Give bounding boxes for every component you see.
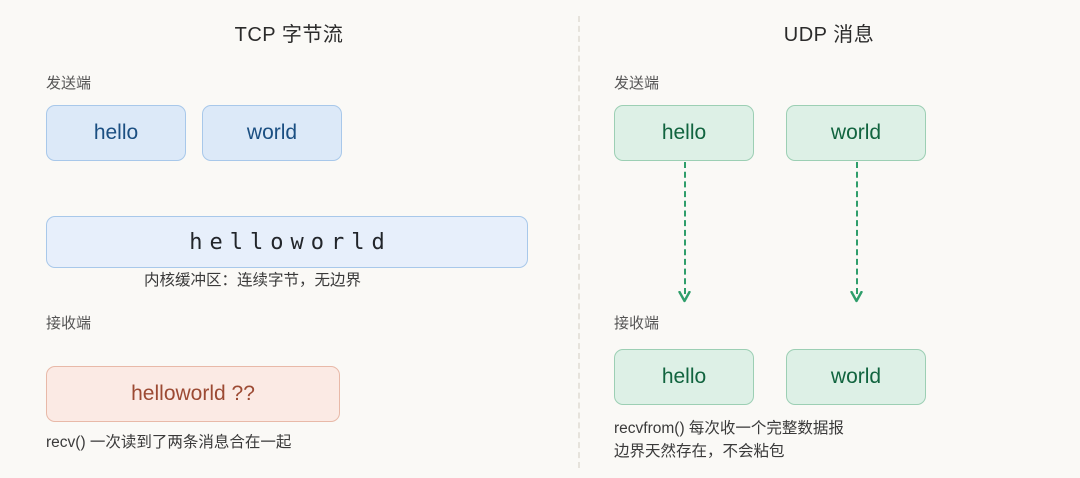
udp-arrow-head-world bbox=[850, 291, 863, 304]
tcp-sender-label: 发送端 bbox=[46, 75, 92, 92]
panel-divider bbox=[578, 16, 580, 468]
udp-receiver-caption-line1: recvfrom() 每次收一个完整数据报 bbox=[614, 420, 844, 437]
tcp-receiver-label: 接收端 bbox=[46, 315, 92, 332]
udp-panel: UDP 消息 发送端 hello world 接收端 hello world r… bbox=[578, 0, 1080, 478]
udp-sender-label: 发送端 bbox=[614, 75, 660, 92]
udp-receiver-label: 接收端 bbox=[614, 315, 660, 332]
tcp-kernel-buffer-box: helloworld bbox=[46, 216, 528, 268]
udp-sender-box-hello: hello bbox=[614, 105, 754, 161]
tcp-sender-box-world: world bbox=[202, 105, 342, 161]
udp-receiver-box-world: world bbox=[786, 349, 926, 405]
tcp-receiver-caption: recv() 一次读到了两条消息合在一起 bbox=[46, 434, 292, 451]
udp-arrow-head-hello bbox=[678, 291, 691, 304]
udp-receiver-box-hello: hello bbox=[614, 349, 754, 405]
tcp-receiver-box: helloworld ?? bbox=[46, 366, 340, 422]
tcp-panel-title: TCP 字节流 bbox=[234, 24, 344, 46]
udp-arrow-line-world bbox=[856, 162, 858, 294]
udp-sender-box-world: world bbox=[786, 105, 926, 161]
tcp-buffer-caption: 内核缓冲区：连续字节，无边界 bbox=[144, 272, 362, 289]
udp-panel-title: UDP 消息 bbox=[783, 24, 875, 46]
tcp-sender-box-hello: hello bbox=[46, 105, 186, 161]
udp-receiver-caption-line2: 边界天然存在，不会粘包 bbox=[614, 443, 785, 460]
udp-arrow-line-hello bbox=[684, 162, 686, 294]
tcp-panel: TCP 字节流 发送端 hello world helloworld 内核缓冲区… bbox=[46, 24, 528, 451]
